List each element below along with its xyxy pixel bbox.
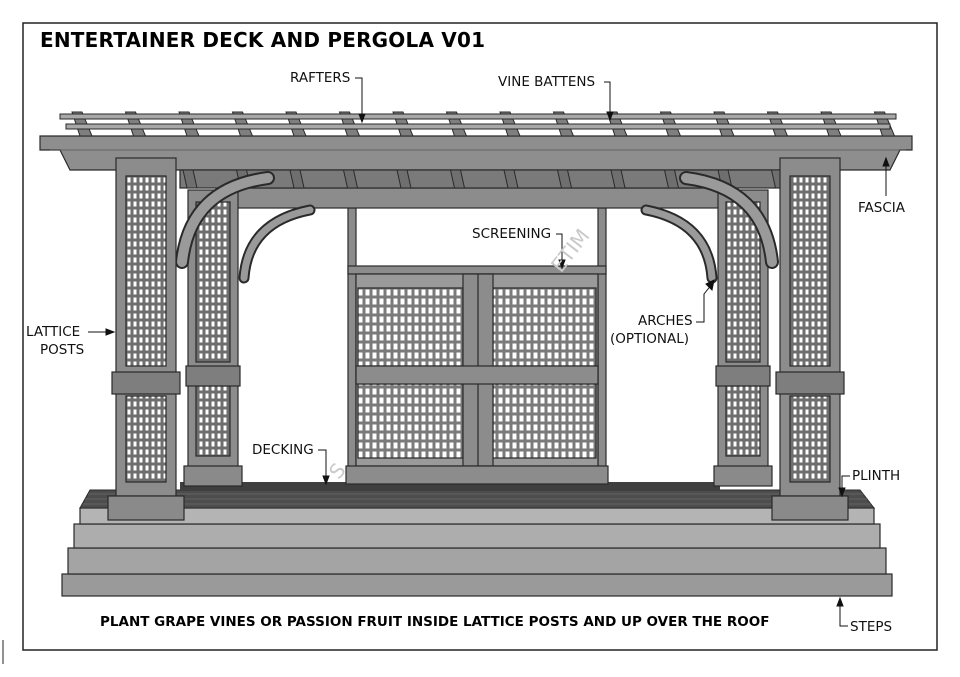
label-rafters: RAFTERS — [290, 70, 351, 86]
rafter-end — [503, 169, 519, 189]
rafter-end — [556, 169, 573, 189]
screening-panel — [345, 207, 609, 485]
label-posts: POSTS — [40, 342, 85, 358]
label-arches-optional: (OPTIONAL) — [610, 331, 690, 347]
vine-batten — [65, 123, 891, 130]
decking — [79, 482, 876, 509]
rafter-end — [289, 169, 305, 189]
rafter-end — [182, 169, 198, 189]
label-fascia: FASCIA — [858, 200, 905, 216]
label-decking: DECKING — [252, 442, 314, 458]
steps — [61, 507, 893, 597]
rafter-end — [342, 169, 359, 189]
rafter-end — [610, 169, 626, 189]
rafter-end — [663, 169, 680, 189]
label-steps: STEPS — [850, 619, 893, 635]
rafter-end — [396, 169, 412, 189]
label-vine-battens: VINE BATTENS — [498, 74, 596, 90]
leader-lines — [88, 77, 890, 627]
planting-caption: PLANT GRAPE VINES OR PASSION FRUIT INSID… — [100, 614, 770, 630]
drawing-title: ENTERTAINER DECK AND PERGOLA V01 — [40, 28, 486, 52]
back-post-left — [183, 189, 243, 487]
sheet-border — [22, 22, 938, 651]
label-lattice: LATTICE — [26, 324, 81, 340]
label-arches: ARCHES — [638, 313, 693, 329]
rafter-end — [449, 169, 466, 189]
front-post-right — [771, 157, 849, 521]
vine-batten — [59, 113, 897, 120]
roof — [39, 135, 913, 209]
label-plinth: PLINTH — [852, 468, 901, 484]
arches — [175, 171, 779, 284]
front-post-left — [107, 157, 185, 521]
label-screening: SCREENING — [472, 226, 552, 242]
vine-battens — [59, 113, 897, 130]
